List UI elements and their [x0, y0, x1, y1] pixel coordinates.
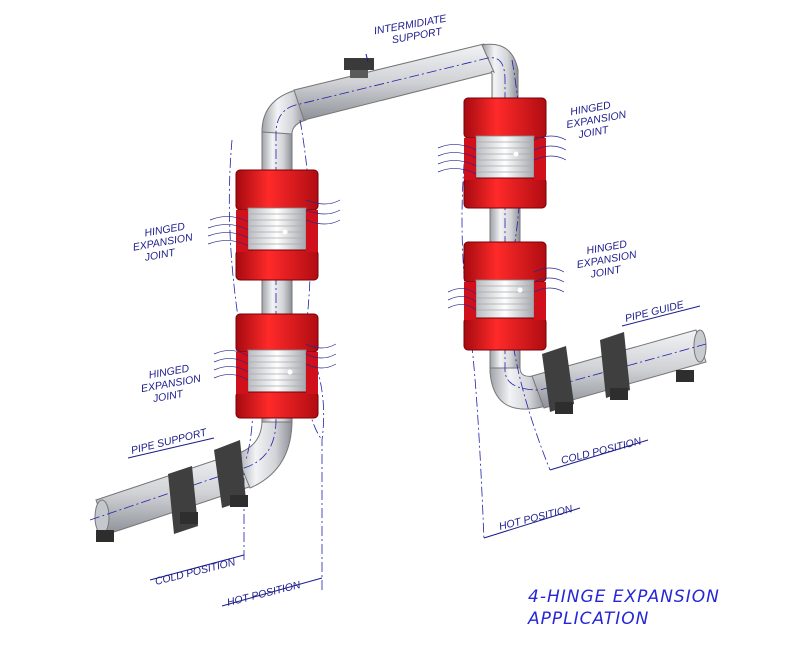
label-line3: JOINT: [589, 263, 624, 281]
supports: [96, 58, 694, 542]
pipe-support-left-clamp: [214, 440, 246, 508]
cold-position-dim-left: [149, 554, 245, 581]
label-hinged-joint-upper-right: HINGED EXPANSION JOINT: [565, 99, 627, 142]
title-line1: 4-HINGE EXPANSION: [528, 587, 720, 607]
pipe-guide-right-2-foot: [610, 388, 628, 400]
joint-hinge-left: [236, 352, 248, 394]
label-line3: JOINT: [576, 124, 611, 142]
joint-flange-top: [463, 97, 547, 139]
dimension-lines: [127, 53, 701, 607]
joint-hinge-right: [306, 210, 318, 252]
pipe-support-left-foot: [230, 495, 248, 507]
pipe-guide-right-1: [542, 346, 574, 412]
intermediate-support-leader: [365, 53, 369, 63]
pipe-guide-right-1-foot: [555, 402, 573, 414]
label-hot-position-right: HOT POSITION: [498, 503, 574, 533]
joint-bellows: [247, 207, 307, 253]
label-hinged-joint-lower-left: HINGED EXPANSION JOINT: [140, 363, 202, 406]
hinge-pin: [517, 287, 523, 293]
pipe-guide-right-2: [600, 332, 630, 398]
joint-hinge-left: [236, 210, 248, 252]
joint-bellows: [475, 135, 535, 181]
label-line3: JOINT: [143, 246, 178, 264]
joint-bellows: [247, 349, 307, 395]
joint-hinge-right: [534, 282, 546, 320]
intermediate-support-base: [350, 70, 368, 78]
joint-hinge-right: [306, 352, 318, 394]
joint-flange-top: [463, 241, 547, 283]
label-intermediate-support: INTERMIDIATE SUPPORT: [373, 13, 448, 47]
label-cold-position-left: COLD POSITION: [154, 556, 237, 588]
pipe-support-leader: [127, 437, 215, 459]
label-hinged-joint-upper-left: HINGED EXPANSION JOINT: [132, 220, 194, 264]
hinge-sweep-arcs: [207, 135, 567, 381]
pipe-clamp-left-foot: [180, 512, 198, 524]
cold-position-dim-right: [549, 439, 649, 471]
hinge-pin: [282, 229, 288, 235]
label-cold-position-right: COLD POSITION: [560, 435, 643, 467]
joint-bellows: [475, 279, 535, 321]
joint-flange-top: [235, 313, 319, 353]
joint-flange-bottom: [235, 391, 319, 419]
joint-hinge-left: [464, 138, 476, 180]
label-hinged-joint-lower-right: HINGED EXPANSION JOINT: [576, 238, 638, 281]
hot-position-line-left: [299, 329, 325, 590]
hinge-pin: [287, 369, 293, 375]
hinge-pin: [513, 151, 519, 157]
left-pipe-end: [94, 499, 110, 535]
pipe-end-right-foot: [676, 370, 694, 382]
hinged-joint-upper-left: [235, 169, 319, 281]
hinged-joint-lower-left: [235, 313, 319, 419]
pipe-centerline: [89, 57, 707, 521]
hinged-joint-lower-right: [463, 241, 547, 351]
label-hot-position-left: HOT POSITION: [226, 579, 302, 609]
intermediate-support: [344, 58, 374, 70]
joint-flange-bottom: [463, 317, 547, 351]
diagram-title: 4-HINGE EXPANSION APPLICATION: [527, 587, 720, 629]
label-line3: JOINT: [151, 388, 186, 406]
hot-position-dim-left: [221, 577, 323, 607]
joint-flange-top: [235, 169, 319, 211]
joint-flange-bottom: [463, 177, 547, 209]
label-pipe-guide: PIPE GUIDE: [624, 298, 686, 324]
joint-flange-bottom: [235, 249, 319, 281]
title-line2: APPLICATION: [527, 609, 649, 629]
pipe-guide-leader: [621, 305, 701, 327]
pipe-end-left-foot: [96, 530, 114, 542]
hinged-joint-upper-right: [463, 97, 547, 209]
hot-position-dim-right: [483, 507, 581, 539]
